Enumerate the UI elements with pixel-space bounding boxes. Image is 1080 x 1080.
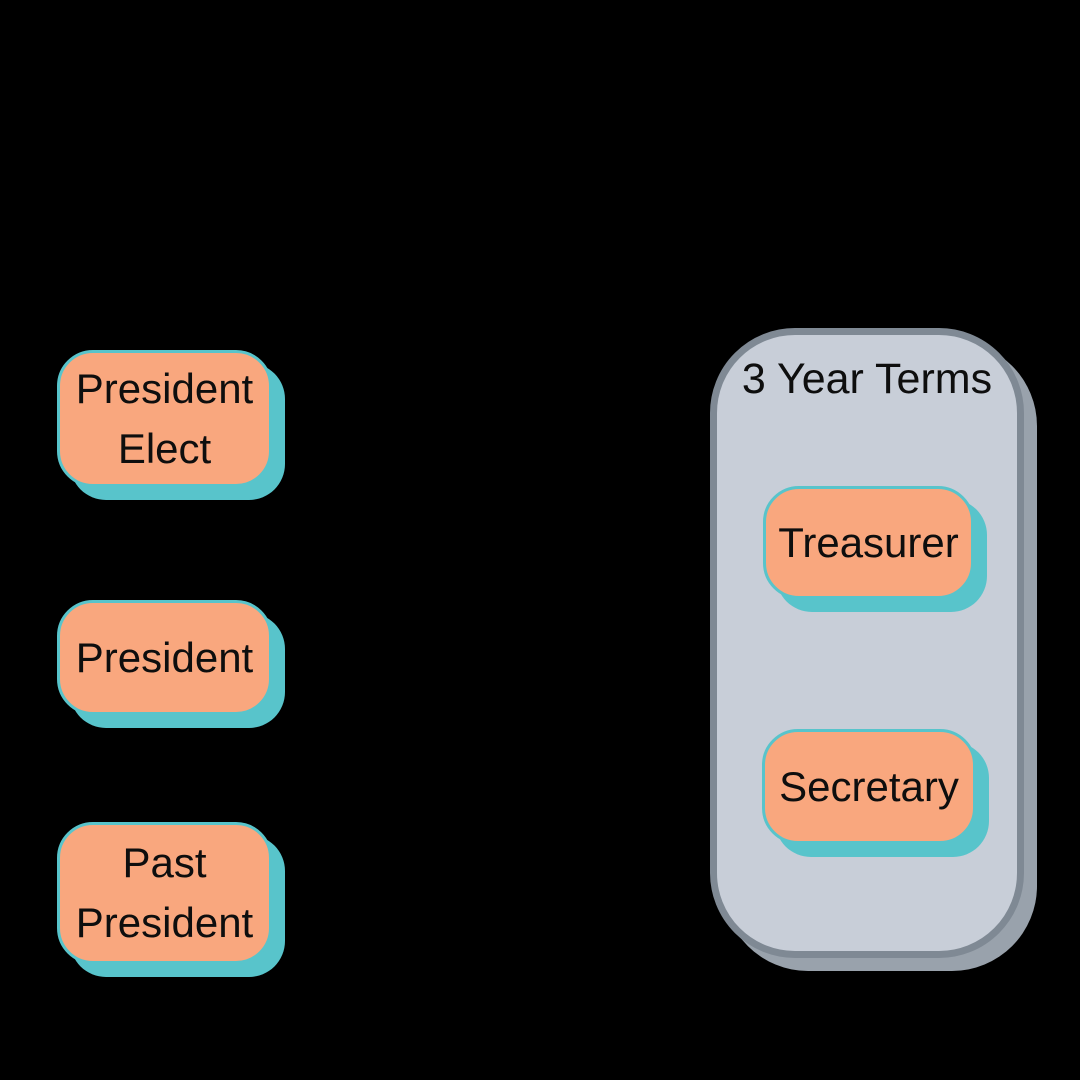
term-group-title: 3 Year Terms — [741, 355, 993, 403]
role-box-past-president: Past President — [57, 822, 272, 964]
role-label-treasurer: Treasurer — [778, 518, 959, 566]
role-box-president-elect: President Elect — [57, 350, 272, 487]
role-box-president: President — [57, 600, 272, 715]
role-label-president: President — [75, 633, 254, 681]
role-box-treasurer: Treasurer — [763, 486, 974, 599]
role-label-president-elect: President Elect — [75, 364, 254, 472]
role-box-secretary: Secretary — [762, 729, 976, 844]
role-label-past-president: Past President — [75, 839, 254, 946]
three-year-term-group: 3 Year Terms Treasurer Secretary — [710, 328, 1024, 958]
role-label-secretary: Secretary — [779, 762, 959, 810]
